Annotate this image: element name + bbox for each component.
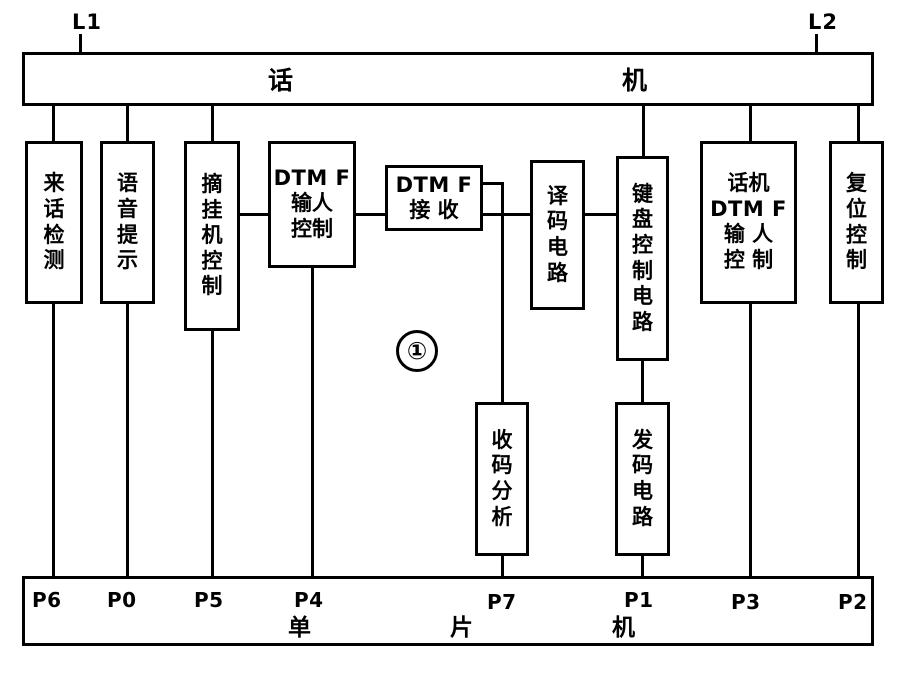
block-phone-dtmf-input-control-line-1: 话机 xyxy=(727,171,770,196)
wire-bus-to-phone-dtmf-input-control xyxy=(749,104,752,142)
telephone-line-bus xyxy=(22,52,874,106)
block-dtmf-input-control-line-3: 控制 xyxy=(291,217,333,242)
block-keyboard-control-circuit-line-6: 路 xyxy=(632,309,653,334)
port-label-p6: P6 xyxy=(32,588,62,612)
block-keyboard-control-circuit-line-4: 制 xyxy=(632,258,653,283)
wire-dtmf-receive-to-decode-circuit xyxy=(481,213,532,216)
wire-keyboard-control-circuit-to-code-send-circuit xyxy=(641,359,644,403)
block-dtmf-receive-line-2: 接 收 xyxy=(409,197,459,222)
terminal-stub-l1 xyxy=(79,34,82,54)
block-incoming-call-detect-line-3: 检 xyxy=(43,222,65,247)
wire-bus-to-incoming-call-detect xyxy=(52,104,55,142)
telephone-bus-label-right: 机 xyxy=(622,66,648,95)
block-code-receive-analysis-line-3: 分 xyxy=(491,479,513,503)
wire-reset-control-to-port-p2 xyxy=(857,302,860,577)
block-keyboard-control-circuit[interactable]: 键 盘 控 制 电 路 xyxy=(616,156,669,361)
block-dtmf-receive[interactable]: DTM F 接 收 xyxy=(385,165,483,231)
block-reset-control[interactable]: 复 位 控 制 xyxy=(829,141,884,304)
block-incoming-call-detect[interactable]: 来 话 检 测 xyxy=(25,141,83,304)
wire-decode-circuit-to-keyboard-control-circuit xyxy=(583,213,618,216)
block-decode-circuit-line-4: 路 xyxy=(547,260,568,285)
block-decode-circuit-line-2: 码 xyxy=(547,209,568,234)
terminal-stub-l2 xyxy=(815,34,818,54)
block-code-send-circuit-line-2: 码 xyxy=(632,453,653,478)
port-label-p2: P2 xyxy=(838,590,868,614)
block-incoming-call-detect-line-1: 来 xyxy=(43,171,65,196)
port-label-p5: P5 xyxy=(194,588,224,612)
wire-hook-control-to-port-p5 xyxy=(211,329,214,577)
mcu-bus xyxy=(22,576,874,646)
block-incoming-call-detect-line-2: 话 xyxy=(43,196,65,221)
block-phone-dtmf-input-control-line-4: 控 制 xyxy=(723,247,774,272)
wire-code-send-circuit-to-port-p1 xyxy=(641,554,644,577)
wire-bus-to-reset-control xyxy=(857,104,860,142)
wire-voice-prompt-to-port-p0 xyxy=(126,302,129,577)
block-keyboard-control-circuit-line-1: 键 xyxy=(632,181,653,206)
block-dtmf-input-control-line-1: DTM F xyxy=(273,166,351,191)
port-label-p1: P1 xyxy=(624,588,654,612)
block-code-receive-analysis-line-4: 析 xyxy=(491,504,513,529)
block-hook-control-line-1: 摘 xyxy=(201,171,223,196)
port-label-p7: P7 xyxy=(487,590,517,614)
block-reset-control-line-3: 控 xyxy=(846,222,867,247)
port-label-p4: P4 xyxy=(294,588,324,612)
block-code-receive-analysis-line-2: 码 xyxy=(491,453,513,478)
block-code-receive-analysis-line-1: 收 xyxy=(491,427,513,452)
telephone-bus-label-left: 话 xyxy=(268,66,294,95)
block-decode-circuit-line-1: 译 xyxy=(547,183,568,208)
block-dtmf-input-control-line-2: 输人 xyxy=(291,191,333,216)
block-phone-dtmf-input-control-line-2: DTM F xyxy=(710,197,787,222)
mcu-bus-label-left: 单 xyxy=(288,615,311,641)
block-dtmf-input-control[interactable]: DTM F 输人 控制 xyxy=(268,141,356,268)
block-dtmf-receive-line-1: DTM F xyxy=(395,172,473,197)
block-code-send-circuit-line-1: 发 xyxy=(632,427,653,452)
block-phone-dtmf-input-control-line-3: 输 人 xyxy=(723,222,774,247)
wire-incoming-call-detect-to-port-p6 xyxy=(52,302,55,577)
block-code-receive-analysis[interactable]: 收 码 分 析 xyxy=(475,402,529,556)
block-code-send-circuit[interactable]: 发 码 电 路 xyxy=(615,402,670,556)
wire-phone-dtmf-input-control-to-port-p3 xyxy=(749,302,752,577)
figure-marker-circled-one: ① xyxy=(396,330,438,372)
wire-dtmf-input-control-to-port-p4 xyxy=(311,266,314,577)
terminal-label-l2: L2 xyxy=(808,10,838,34)
block-phone-dtmf-input-control[interactable]: 话机 DTM F 输 人 控 制 xyxy=(700,141,797,304)
block-hook-control-line-5: 制 xyxy=(201,274,223,299)
wire-code-receive-analysis-to-port-p7 xyxy=(501,554,504,577)
wire-bus-to-voice-prompt xyxy=(126,104,129,142)
block-hook-control-line-3: 机 xyxy=(201,223,223,248)
block-voice-prompt-line-2: 音 xyxy=(117,196,138,221)
block-incoming-call-detect-line-4: 测 xyxy=(43,248,65,273)
terminal-label-l1: L1 xyxy=(72,10,102,34)
mcu-bus-label-right: 机 xyxy=(612,615,635,641)
wire-hook-control-to-dtmf-input-control xyxy=(238,213,270,216)
block-hook-control-line-4: 控 xyxy=(201,248,223,273)
block-voice-prompt-line-3: 提 xyxy=(117,222,138,247)
block-reset-control-line-1: 复 xyxy=(846,171,867,196)
wire-bus-to-keyboard-control-circuit xyxy=(642,104,645,156)
block-keyboard-control-circuit-line-3: 控 xyxy=(632,232,653,257)
wire-dtmf-input-control-to-dtmf-receive xyxy=(354,213,387,216)
wire-bus-to-hook-control xyxy=(211,104,214,142)
wire-dtmf-receive-to-code-receive-analysis xyxy=(501,182,504,404)
block-decode-circuit-line-3: 电 xyxy=(547,235,568,259)
block-hook-control-line-2: 挂 xyxy=(201,197,223,222)
block-reset-control-line-4: 制 xyxy=(846,248,867,273)
block-voice-prompt[interactable]: 语 音 提 示 xyxy=(100,141,155,304)
block-reset-control-line-2: 位 xyxy=(846,196,867,221)
block-voice-prompt-line-1: 语 xyxy=(117,171,138,196)
port-label-p3: P3 xyxy=(731,590,761,614)
block-keyboard-control-circuit-line-5: 电 xyxy=(632,284,653,309)
block-keyboard-control-circuit-line-2: 盘 xyxy=(632,207,653,232)
block-code-send-circuit-line-4: 路 xyxy=(632,504,653,529)
mcu-bus-label-mid: 片 xyxy=(450,615,473,641)
block-voice-prompt-line-4: 示 xyxy=(117,248,138,273)
block-decode-circuit[interactable]: 译 码 电 路 xyxy=(530,160,585,310)
block-hook-control[interactable]: 摘 挂 机 控 制 xyxy=(184,141,240,331)
block-code-send-circuit-line-3: 电 xyxy=(632,479,653,503)
port-label-p0: P0 xyxy=(107,588,137,612)
wire-dtmf-receive-tap-horizontal xyxy=(481,182,504,185)
